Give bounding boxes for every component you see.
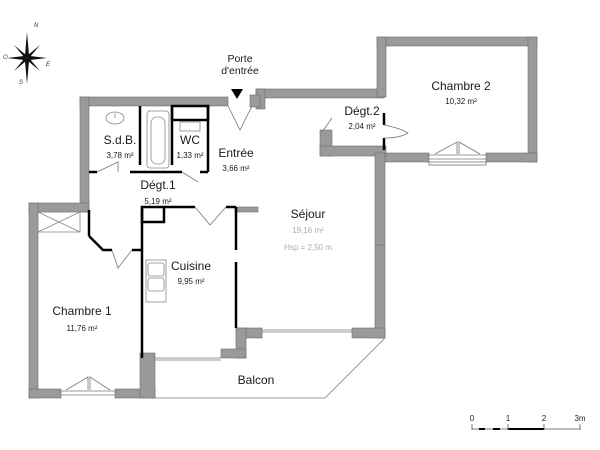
scale-tick-1: 1 — [505, 414, 511, 423]
room-balcon: Balcon — [237, 373, 275, 387]
compass-north-label: N — [34, 23, 39, 29]
fixtures — [37, 110, 201, 303]
scale-tick-3: 3m — [574, 414, 586, 423]
partitions — [87, 104, 386, 358]
entrance-arrow-icon — [231, 89, 243, 99]
room-degt2: Dégt.2 2,04 m² — [344, 104, 380, 131]
compass-icon — [7, 32, 47, 84]
room-sdb: S.d.B. 3,78 m² — [103, 133, 137, 160]
room-sejour: Séjour 19,16 m² Hsp = 2,50 m — [284, 207, 332, 252]
scale-bar — [471, 424, 581, 430]
compass-east-label: E — [46, 62, 51, 68]
windows — [61, 141, 487, 396]
compass-west-label: O — [3, 55, 8, 61]
kitchen-sink-icon — [145, 259, 167, 303]
scale-tick-2: 2 — [541, 414, 547, 423]
room-cuisine: Cuisine 9,95 m² — [170, 259, 212, 286]
room-entree: Entrée 3,66 m² — [218, 146, 254, 173]
scale-tick-0: 0 — [469, 414, 475, 423]
room-chambre2: Chambre 2 10,32 m² — [431, 79, 491, 106]
compass-south-label: S — [19, 80, 24, 86]
room-degt1: Dégt.1 5,19 m² — [140, 178, 176, 206]
room-chambre1: Chambre 1 11,76 m² — [52, 304, 112, 333]
closet-icon — [37, 211, 81, 233]
exterior-walls — [28, 36, 538, 399]
toilet-icon — [179, 121, 201, 132]
room-wc: WC 1,33 m² — [176, 133, 204, 160]
entrance-label: Porte d'entrée — [221, 53, 259, 77]
sink-icon — [105, 111, 125, 125]
balcony-outline — [155, 337, 386, 399]
doors — [96, 105, 409, 269]
bathtub-icon — [146, 110, 170, 169]
